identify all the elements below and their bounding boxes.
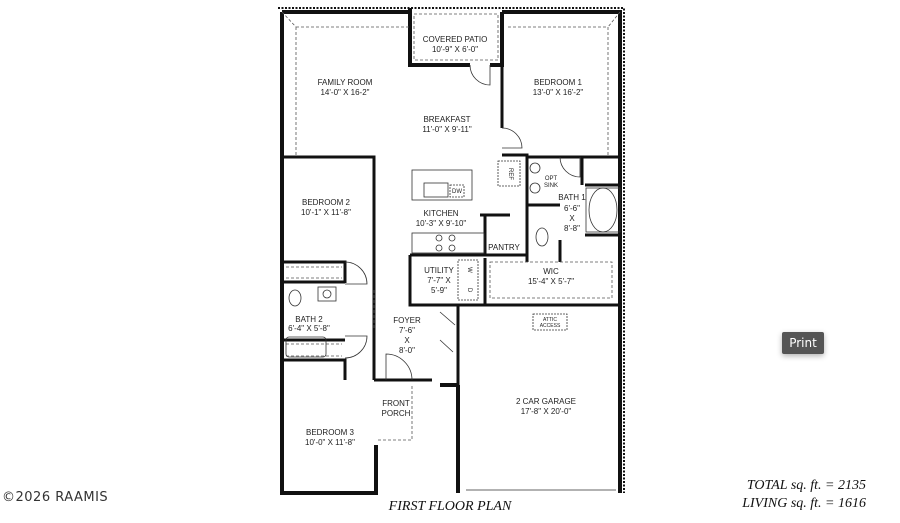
bedroom1-label: BEDROOM 1 bbox=[534, 78, 583, 87]
attic-label-2: ACCESS bbox=[540, 323, 561, 329]
garage-size: 17'-8" X 20'-0" bbox=[521, 407, 572, 416]
breakfast-size: 11'-0" X 9'-11" bbox=[422, 125, 472, 134]
pantry-label: PANTRY bbox=[488, 243, 520, 252]
opt-sink-label: OPT bbox=[545, 176, 558, 182]
front-porch-label: FRONT bbox=[382, 399, 410, 408]
utility-label: UTILITY bbox=[424, 266, 454, 275]
bath2-size: 6'-4" X 5'-8" bbox=[288, 324, 330, 333]
bedroom1-size: 13'-0" X 16'-2" bbox=[533, 88, 584, 97]
garage-label: 2 CAR GARAGE bbox=[516, 397, 576, 406]
bedroom2-size: 10'-1" X 11'-8" bbox=[301, 208, 351, 217]
utility-height: 5'-9" bbox=[431, 286, 447, 295]
kitchen-size: 10'-3" X 9'-10" bbox=[416, 219, 467, 228]
wic-size: 15'-4" X 5'-7" bbox=[528, 277, 574, 286]
utility-width: 7'-7" X bbox=[427, 276, 451, 285]
foyer-x: X bbox=[404, 336, 410, 345]
kitchen-label: KITCHEN bbox=[423, 209, 458, 218]
bath1-width: 6'-6" bbox=[564, 204, 580, 213]
dw-label: DW bbox=[452, 189, 462, 195]
bath1-label: BATH 1 bbox=[558, 193, 586, 202]
front-porch-label-2: PORCH bbox=[382, 409, 411, 418]
covered-patio-label: COVERED PATIO bbox=[423, 35, 488, 44]
patio-dashed bbox=[281, 11, 621, 441]
exterior-walls bbox=[278, 7, 625, 495]
wic-label: WIC bbox=[543, 267, 559, 276]
foyer-label: FOYER bbox=[393, 316, 421, 325]
bath2-label: BATH 2 bbox=[295, 315, 323, 324]
interior-walls bbox=[282, 65, 622, 385]
family-room-label: FAMILY ROOM bbox=[318, 78, 373, 87]
bedroom3-size: 10'-0" X 11'-8" bbox=[305, 438, 355, 447]
breakfast-label: BREAKFAST bbox=[423, 115, 470, 124]
living-sqft: LIVING sq. ft. = 1616 bbox=[742, 496, 866, 511]
bedroom2-label: BEDROOM 2 bbox=[302, 198, 351, 207]
room-labels: COVERED PATIO 10'-9" X 6'-0" FAMILY ROOM… bbox=[288, 35, 586, 447]
opt-sink-label-2: SINK bbox=[544, 183, 558, 189]
foyer-height: 8'-0" bbox=[399, 346, 415, 355]
watermark: ©2026 RAAMIS bbox=[2, 490, 109, 505]
dryer-label: D bbox=[466, 288, 472, 293]
bath1-x: X bbox=[569, 214, 575, 223]
ref-label: REF bbox=[507, 168, 513, 180]
bedroom3-label: BEDROOM 3 bbox=[306, 428, 355, 437]
family-room-size: 14'-0" X 16-2" bbox=[320, 88, 369, 97]
washer-label: W bbox=[466, 267, 472, 273]
bath1-height: 8'-8" bbox=[564, 224, 580, 233]
print-button[interactable]: Print bbox=[782, 332, 824, 354]
attic-label: ATTIC bbox=[543, 317, 557, 323]
covered-patio-size: 10'-9" X 6'-0" bbox=[432, 45, 478, 54]
fixtures bbox=[285, 64, 621, 491]
total-sqft: TOTAL sq. ft. = 2135 bbox=[746, 478, 866, 493]
plan-title: FIRST FLOOR PLAN bbox=[388, 499, 512, 514]
foyer-width: 7'-6" bbox=[399, 326, 415, 335]
